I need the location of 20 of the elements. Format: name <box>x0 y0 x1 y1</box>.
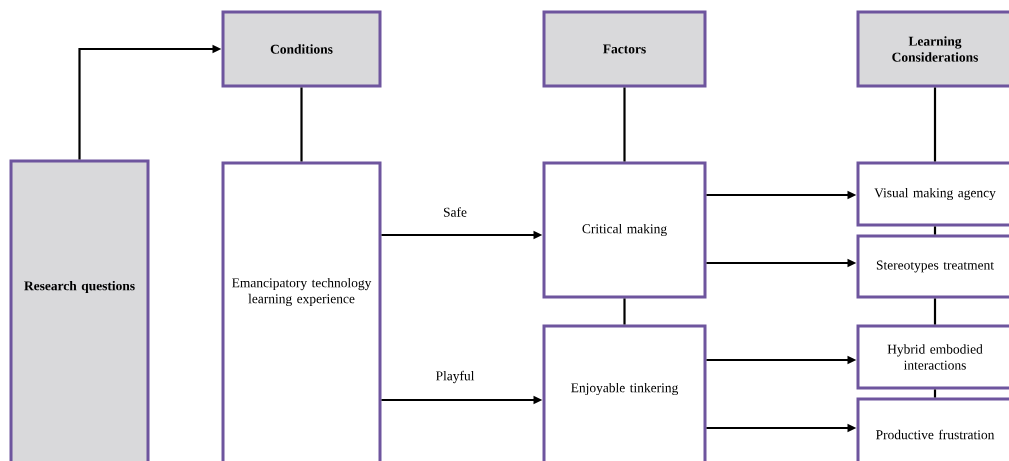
header-box: Research questions <box>9 159 150 461</box>
connector-line <box>623 87 626 162</box>
concept-box: Emancipatory technology learning experience <box>221 161 382 461</box>
concept-box: Visual making agency <box>856 161 1009 227</box>
header-box: Learning Considerations <box>856 10 1009 88</box>
concept-box: Stereotypes treatment <box>856 234 1009 299</box>
connector-line <box>933 226 937 235</box>
concept-box: Critical making <box>542 161 707 299</box>
header-box: Conditions <box>221 10 382 88</box>
concept-box: Enjoyable tinkering <box>542 324 707 461</box>
connector-line <box>933 87 937 162</box>
header-box: Factors <box>542 10 707 88</box>
connector-line <box>623 298 626 325</box>
connector-line <box>933 298 937 325</box>
concept-box: Productive frustration <box>856 397 1009 461</box>
edge-label: Safe <box>442 206 468 218</box>
concept-box: Hybrid embodied interactions <box>856 324 1009 390</box>
connector-line <box>933 389 937 398</box>
connector-line <box>300 87 303 162</box>
edge-label: Playful <box>434 369 476 385</box>
